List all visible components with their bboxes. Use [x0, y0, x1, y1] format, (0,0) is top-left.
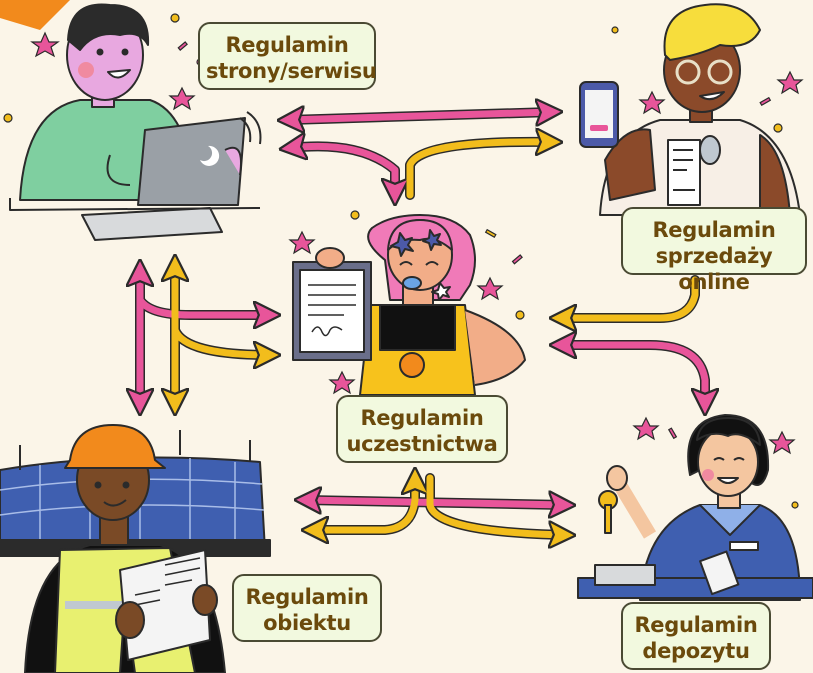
figure-clerk-with-key — [577, 414, 813, 601]
arrow-pink-top-down — [290, 146, 395, 195]
label-site-terms: Regulamin strony/serwisu — [198, 22, 377, 90]
arrow-pink-left-branch — [136, 296, 270, 315]
label-venue-terms-line1: Regulamin — [245, 585, 369, 609]
label-deposit-terms-line2: depozytu — [642, 639, 750, 663]
arrow-yellow-right — [560, 276, 699, 318]
figure-person-with-tablet — [9, 3, 262, 241]
figure-person-with-certificate — [292, 214, 526, 396]
arrow-yellow-bottom-left — [312, 478, 415, 530]
figure-person-with-phone — [579, 3, 801, 216]
label-online-sales-terms: Regulamin sprzedaży online — [621, 207, 807, 294]
label-online-sales-terms-line1: Regulamin — [652, 218, 776, 242]
confetti-decoration — [3, 13, 804, 509]
label-venue-terms-line2: obiektu — [263, 611, 351, 635]
label-participation-terms-line2: uczestnictwa — [346, 432, 498, 456]
label-venue-terms: Regulamin obiektu — [232, 574, 382, 642]
arrow-pink-top — [288, 112, 552, 120]
arrows — [140, 112, 705, 535]
corner-accent — [0, 0, 70, 30]
arrow-pink-bottom — [305, 500, 565, 505]
label-participation-terms-line1: Regulamin — [360, 406, 484, 430]
label-deposit-terms-line1: Regulamin — [634, 613, 758, 637]
arrow-yellow-left-branch — [171, 326, 270, 355]
label-deposit-terms: Regulamin depozytu — [621, 602, 771, 670]
arrow-yellow-top — [406, 142, 552, 199]
label-online-sales-terms-line2: sprzedaży online — [655, 244, 773, 294]
arrow-pink-right — [560, 345, 705, 405]
label-site-terms-line2: strony/serwisu — [206, 59, 377, 83]
label-participation-terms: Regulamin uczestnictwa — [336, 395, 508, 463]
arrow-yellow-bottom-right — [426, 474, 565, 535]
label-site-terms-line1: Regulamin — [225, 33, 349, 57]
figure-worker-with-hard-hat — [0, 424, 271, 673]
